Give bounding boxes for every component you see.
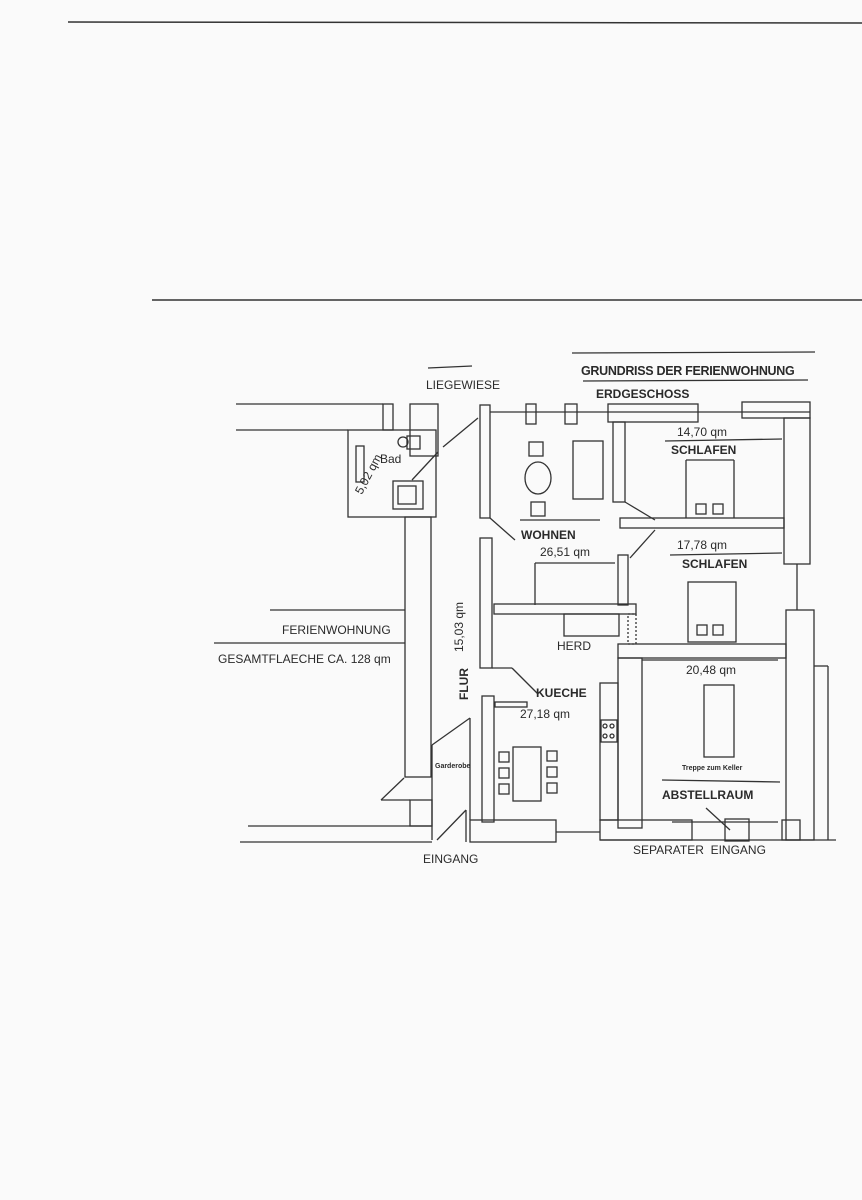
floor-label: ERDGESCHOSS (596, 387, 690, 401)
abstellraum-area: 20,48 qm (686, 663, 737, 677)
stairs-note: Treppe zum Keller (682, 765, 743, 772)
kueche-label: KUECHE (536, 686, 587, 700)
schlafen2-label: SCHLAFEN (682, 557, 748, 571)
bad-label: Bad (380, 452, 402, 466)
wohnen-area: 26,51 qm (540, 545, 591, 559)
schlafen2-area: 17,78 qm (677, 538, 728, 552)
flur-area: 15,03 qm (452, 601, 466, 652)
garderobe-label: Garderobe (435, 763, 471, 770)
schlafen1-area: 14,70 qm (677, 425, 728, 439)
herd-label: HERD (557, 639, 592, 653)
separate-entrance-label: SEPARATER EINGANG (633, 843, 766, 857)
kueche-area: 27,18 qm (520, 707, 571, 721)
flur-label: FLUR (457, 668, 471, 700)
apartment-label: FERIENWOHNUNG (282, 623, 391, 637)
main-entrance-label: EINGANG (423, 852, 479, 866)
plan-title: GRUNDRISS DER FERIENWOHNUNG (581, 364, 795, 378)
schlafen1-label: SCHLAFEN (671, 443, 737, 457)
total-area-label: GESAMTFLAECHE CA. 128 qm (218, 652, 391, 666)
wohnen-label: WOHNEN (521, 528, 576, 542)
abstellraum-label: ABSTELLRAUM (662, 788, 754, 802)
liegewiese-label: LIEGEWIESE (426, 378, 501, 392)
